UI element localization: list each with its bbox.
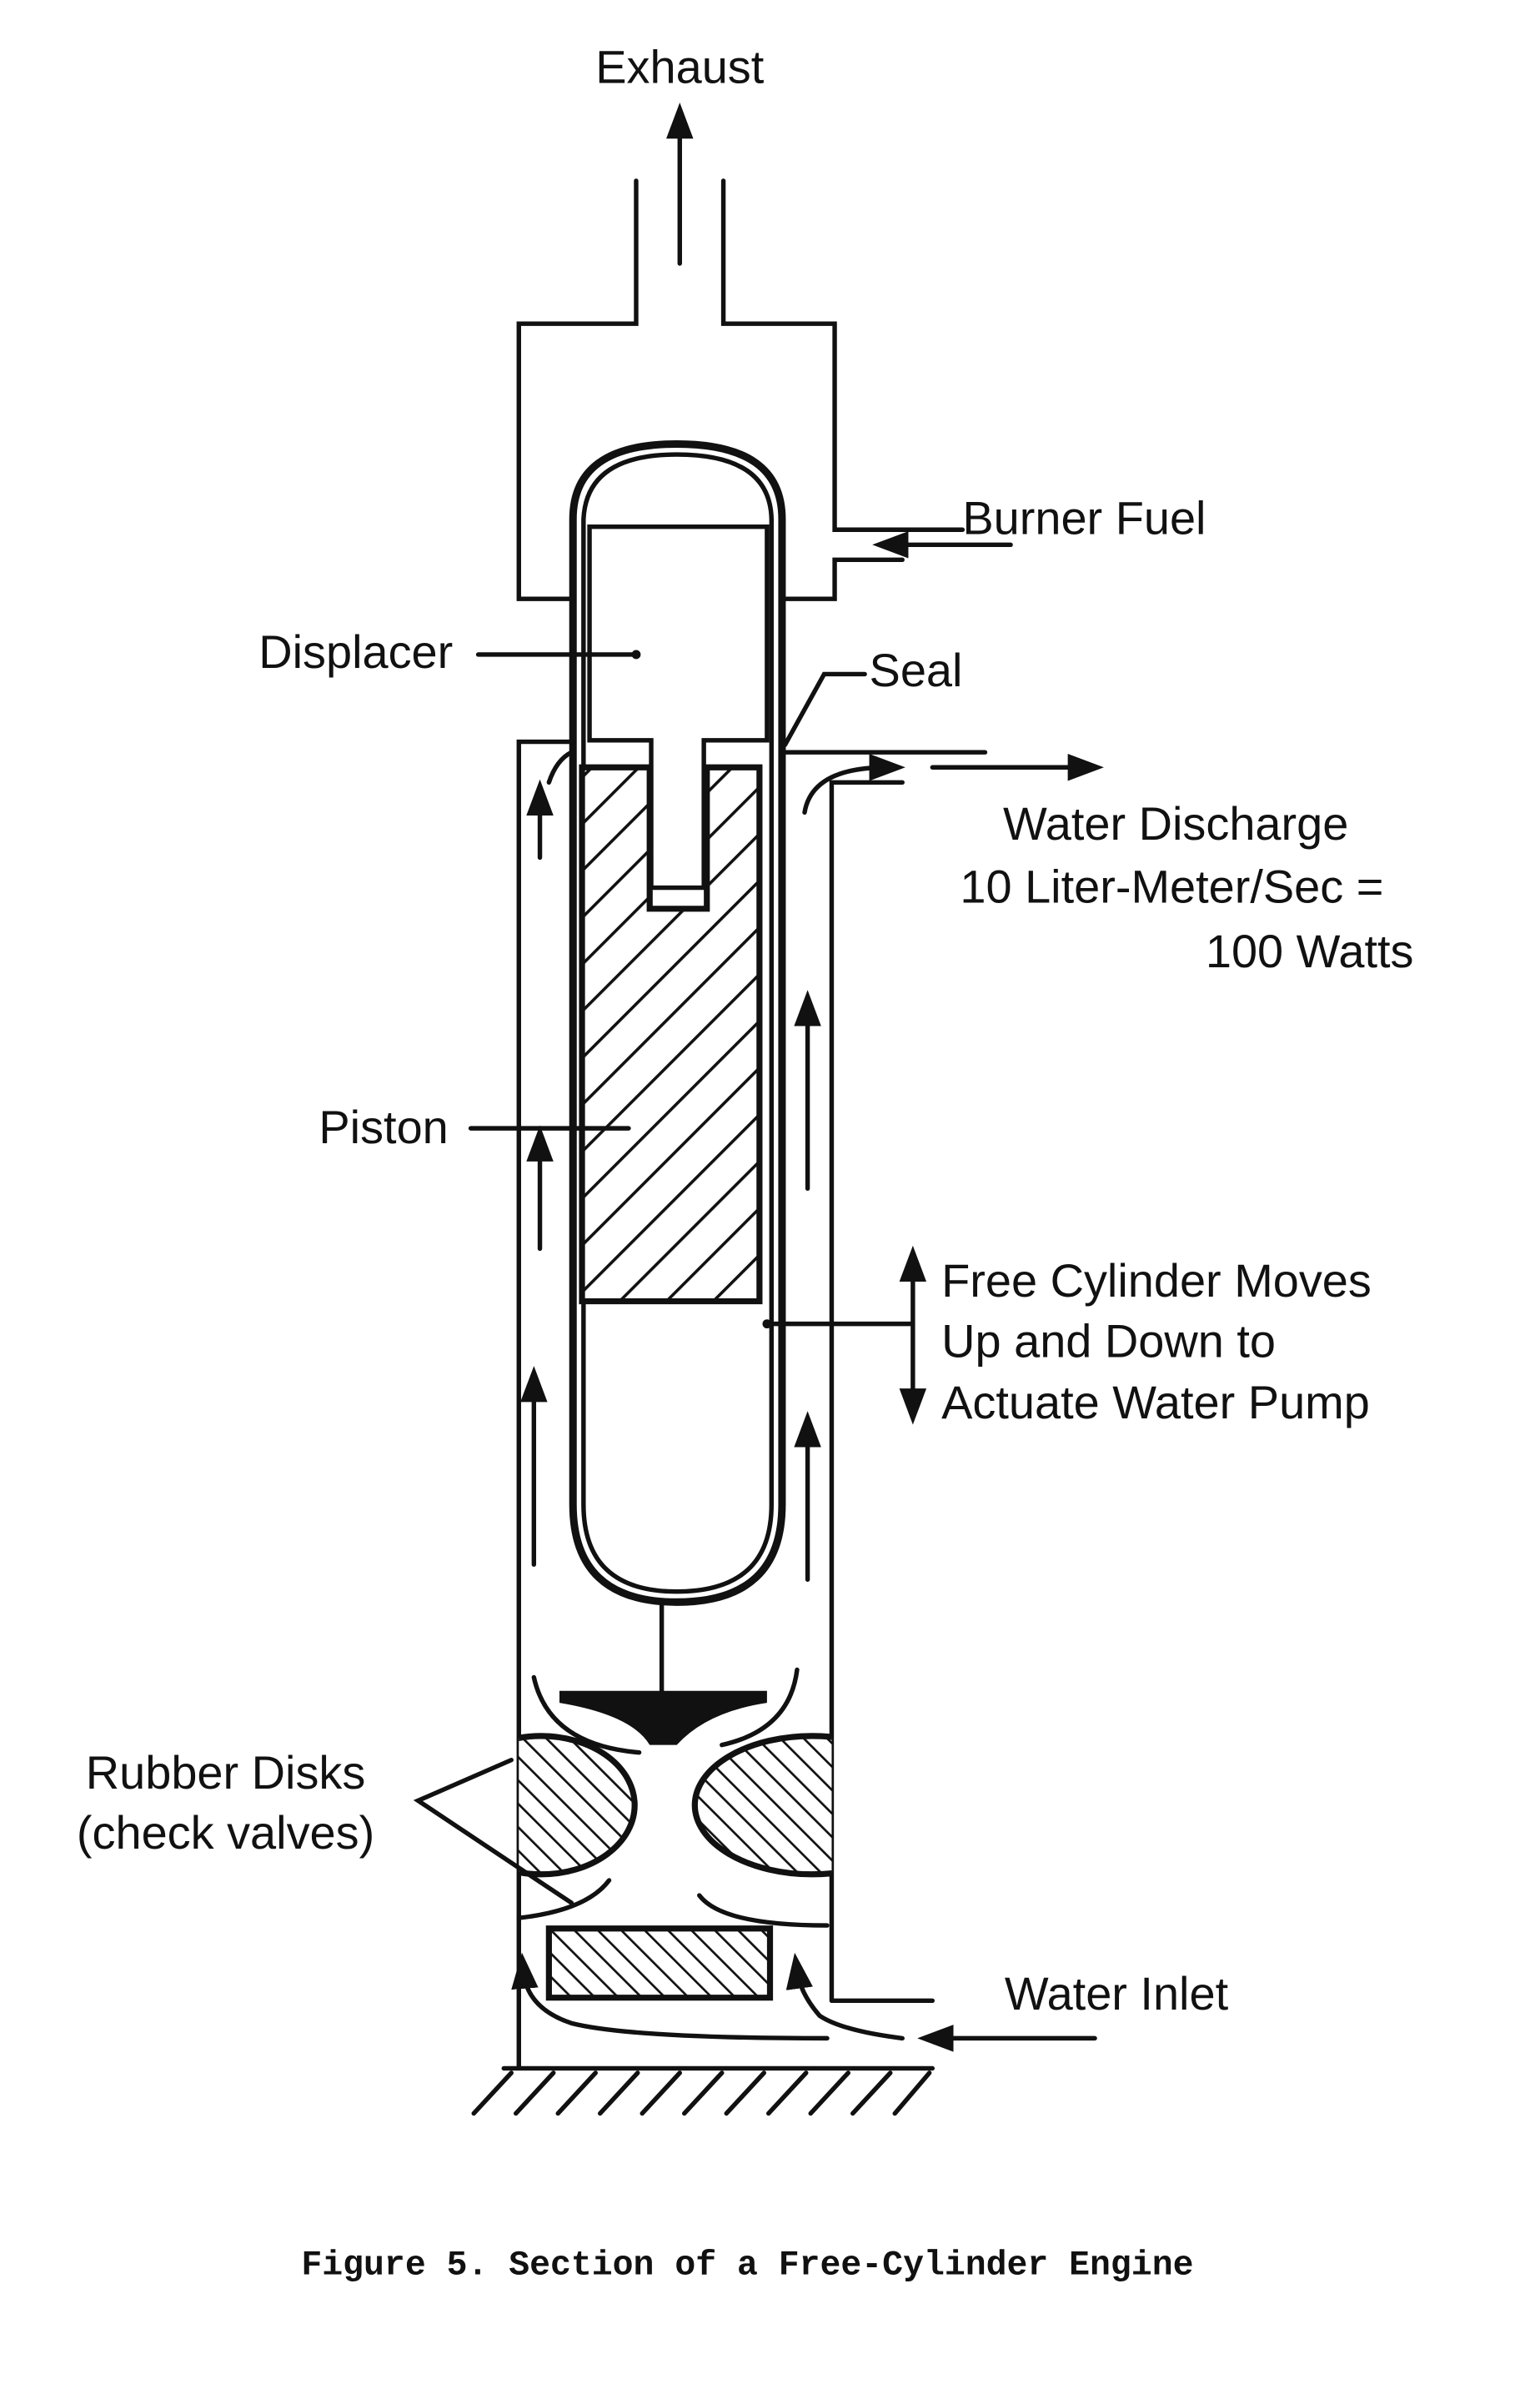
seal-leader xyxy=(782,671,867,747)
water-pump-housing xyxy=(501,739,988,2071)
ground-hatching xyxy=(471,2070,932,2116)
rubber-disks xyxy=(519,1733,832,1878)
exhaust-section: Exhaust xyxy=(516,41,966,601)
figure-caption: Figure 5. Section of a Free-Cylinder Eng… xyxy=(301,2246,1193,2286)
free-cylinder-label-line1: Free Cylinder Moves xyxy=(941,1254,1372,1307)
rubber-disks-leader xyxy=(413,1757,574,1905)
displacer-label: Displacer xyxy=(258,625,453,678)
exhaust-label: Exhaust xyxy=(595,41,764,93)
discharge-rate-label: 10 Liter-Meter/Sec = xyxy=(960,861,1383,913)
rubber-disks-label-line1: Rubber Disks xyxy=(86,1746,366,1799)
burner-housing xyxy=(516,178,966,601)
free-cylinder xyxy=(569,439,786,1606)
piston-label: Piston xyxy=(319,1101,448,1153)
free-cylinder-label-line3: Actuate Water Pump xyxy=(941,1376,1370,1428)
water-discharge-label: Water Discharge xyxy=(1003,797,1348,850)
piston xyxy=(579,764,763,1305)
check-valve-seat xyxy=(545,1925,774,2001)
cylinder-inner-wall xyxy=(581,452,775,1594)
free-cylinder-leader-dot xyxy=(762,1319,772,1329)
rubber-disks-label-line2: (check valves) xyxy=(77,1806,374,1859)
water-flow-arrows xyxy=(511,750,905,2041)
seal-label: Seal xyxy=(870,644,963,696)
free-cylinder-label-line2: Up and Down to xyxy=(941,1314,1276,1367)
discharge-power-label: 100 Watts xyxy=(1206,925,1414,977)
valve-disk xyxy=(559,1690,767,1745)
burner-fuel-label: Burner Fuel xyxy=(962,492,1206,545)
water-inlet-label: Water Inlet xyxy=(1005,1967,1229,2020)
displacer-leader-dot xyxy=(631,650,641,660)
